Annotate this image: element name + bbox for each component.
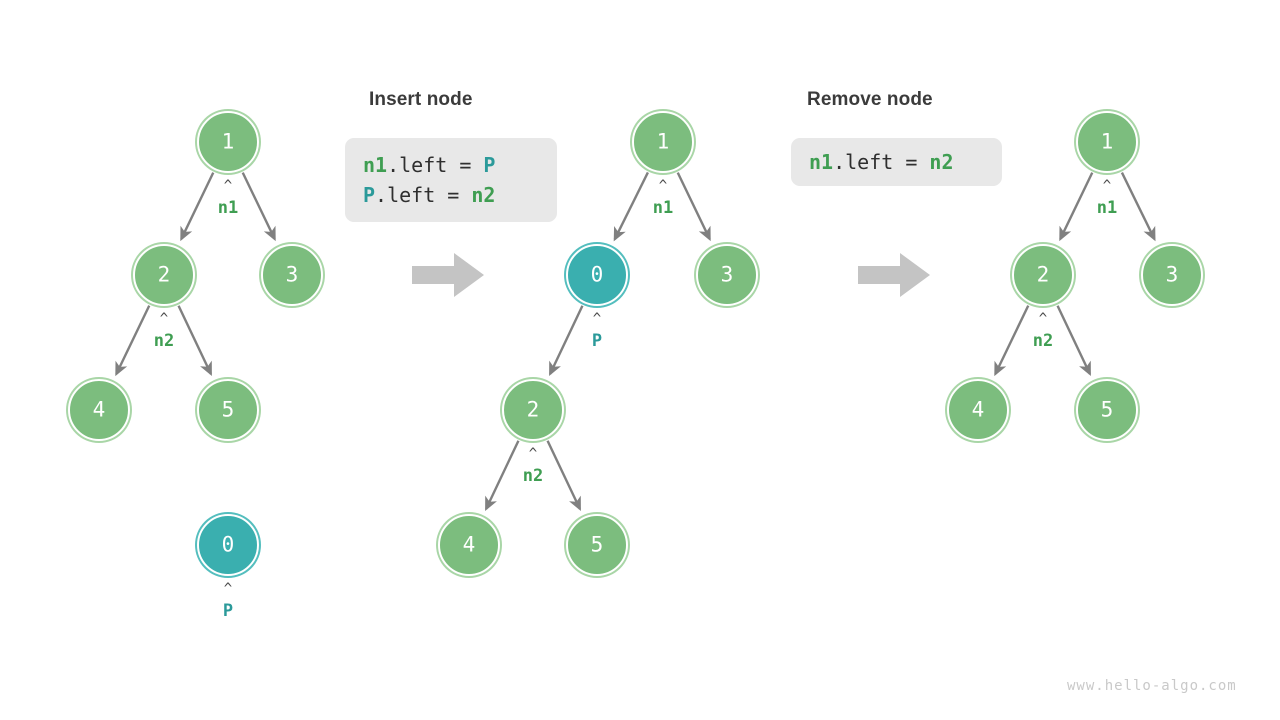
code-token: n1 (363, 153, 388, 177)
code-token: P (483, 153, 496, 177)
tree-node-value: 5 (590, 532, 604, 556)
tree-node-2: 2 (133, 244, 195, 306)
tree-node-4: 4 (947, 379, 1009, 441)
tree-node-5: 5 (566, 514, 628, 576)
step-arrow-icon (858, 253, 930, 297)
tree-edge (1120, 172, 1156, 242)
tree-edge (177, 305, 212, 377)
panel-title-insert: Insert node (369, 89, 473, 110)
tree-node-1: 1 (1076, 111, 1138, 173)
tree-node-value: 5 (1100, 397, 1114, 421)
tree-edge (549, 305, 584, 377)
pointer-name: n2 (153, 331, 175, 351)
tree-edge (676, 172, 711, 242)
pointer-label-n2: ^ n2 (1013, 311, 1073, 351)
tree-node-value: 1 (1100, 129, 1114, 153)
tree-edge (546, 440, 581, 512)
tree-node-value: 1 (221, 129, 235, 153)
caret-icon: ^ (592, 311, 602, 327)
tree-node-value: 3 (285, 262, 299, 286)
tree-node-value: 2 (1036, 262, 1050, 286)
code-token: .left = (833, 150, 930, 174)
tree-edge (485, 440, 520, 512)
caret-icon: ^ (658, 178, 668, 194)
tree-node-4: 4 (68, 379, 130, 441)
code-token: P (363, 183, 376, 207)
code-token: .left = (375, 183, 472, 207)
pointer-name: P (591, 331, 603, 351)
tree-node-3: 3 (696, 244, 758, 306)
tree-node-1: 1 (632, 111, 694, 173)
caret-icon: ^ (159, 311, 169, 327)
pointer-label-n1: ^ n1 (633, 178, 693, 218)
pointer-name: n2 (1032, 331, 1054, 351)
code-line: P.left = n2 (363, 180, 539, 210)
pointer-name: n1 (652, 198, 674, 218)
pointer-name: n1 (217, 198, 239, 218)
tree-node-value: 5 (221, 397, 235, 421)
tree-node-value: 4 (92, 397, 106, 421)
tree-node-1: 1 (197, 111, 259, 173)
code-token: n2 (471, 183, 496, 207)
tree-edge (613, 171, 649, 242)
panel-title-remove: Remove node (807, 89, 933, 110)
caret-icon: ^ (1038, 311, 1048, 327)
caret-icon: ^ (223, 178, 233, 194)
pointer-name: n2 (522, 466, 544, 486)
tree-node-0: 0 (566, 244, 628, 306)
tree-node-value: 0 (590, 262, 604, 286)
tree-edge (1056, 305, 1091, 377)
tree-edge (115, 305, 151, 377)
tree-edge (1059, 172, 1094, 242)
pointer-name: P (222, 601, 234, 621)
tree-node-2: 2 (502, 379, 564, 441)
code-token: n1 (809, 150, 834, 174)
tree-edge (994, 305, 1030, 377)
caret-icon: ^ (223, 581, 233, 597)
tree-node-3: 3 (1141, 244, 1203, 306)
pointer-label-n1: ^ n1 (1077, 178, 1137, 218)
code-token: n2 (929, 150, 954, 174)
tree-node-value: 4 (462, 532, 476, 556)
tree-node-5: 5 (197, 379, 259, 441)
code-line: n1.left = n2 (809, 147, 984, 177)
tree-edge (241, 172, 276, 242)
pointer-label-P: ^P (567, 311, 627, 351)
tree-node-4: 4 (438, 514, 500, 576)
tree-node-value: 3 (1165, 262, 1179, 286)
tree-node-0: 0 (197, 514, 259, 576)
caret-icon: ^ (1102, 178, 1112, 194)
step-arrow-icon (412, 253, 484, 297)
watermark: www.hello-algo.com (1067, 678, 1237, 694)
pointer-label-n2: ^ n2 (134, 311, 194, 351)
tree-node-value: 3 (720, 262, 734, 286)
pointer-label-n2: ^ n2 (503, 446, 563, 486)
caret-icon: ^ (528, 446, 538, 462)
code-token: .left = (387, 153, 484, 177)
tree-node-value: 1 (656, 129, 670, 153)
tree-node-5: 5 (1076, 379, 1138, 441)
code-line: n1.left = P (363, 150, 539, 180)
tree-node-value: 2 (157, 262, 171, 286)
pointer-label-P: ^P (198, 581, 258, 621)
tree-node-value: 2 (526, 397, 540, 421)
pointer-name: n1 (1096, 198, 1118, 218)
tree-node-value: 0 (221, 532, 235, 556)
code-box-remove: n1.left = n2 (791, 138, 1002, 186)
tree-edge (180, 172, 215, 242)
tree-node-3: 3 (261, 244, 323, 306)
tree-node-2: 2 (1012, 244, 1074, 306)
tree-node-value: 4 (971, 397, 985, 421)
pointer-label-n1: ^ n1 (198, 178, 258, 218)
